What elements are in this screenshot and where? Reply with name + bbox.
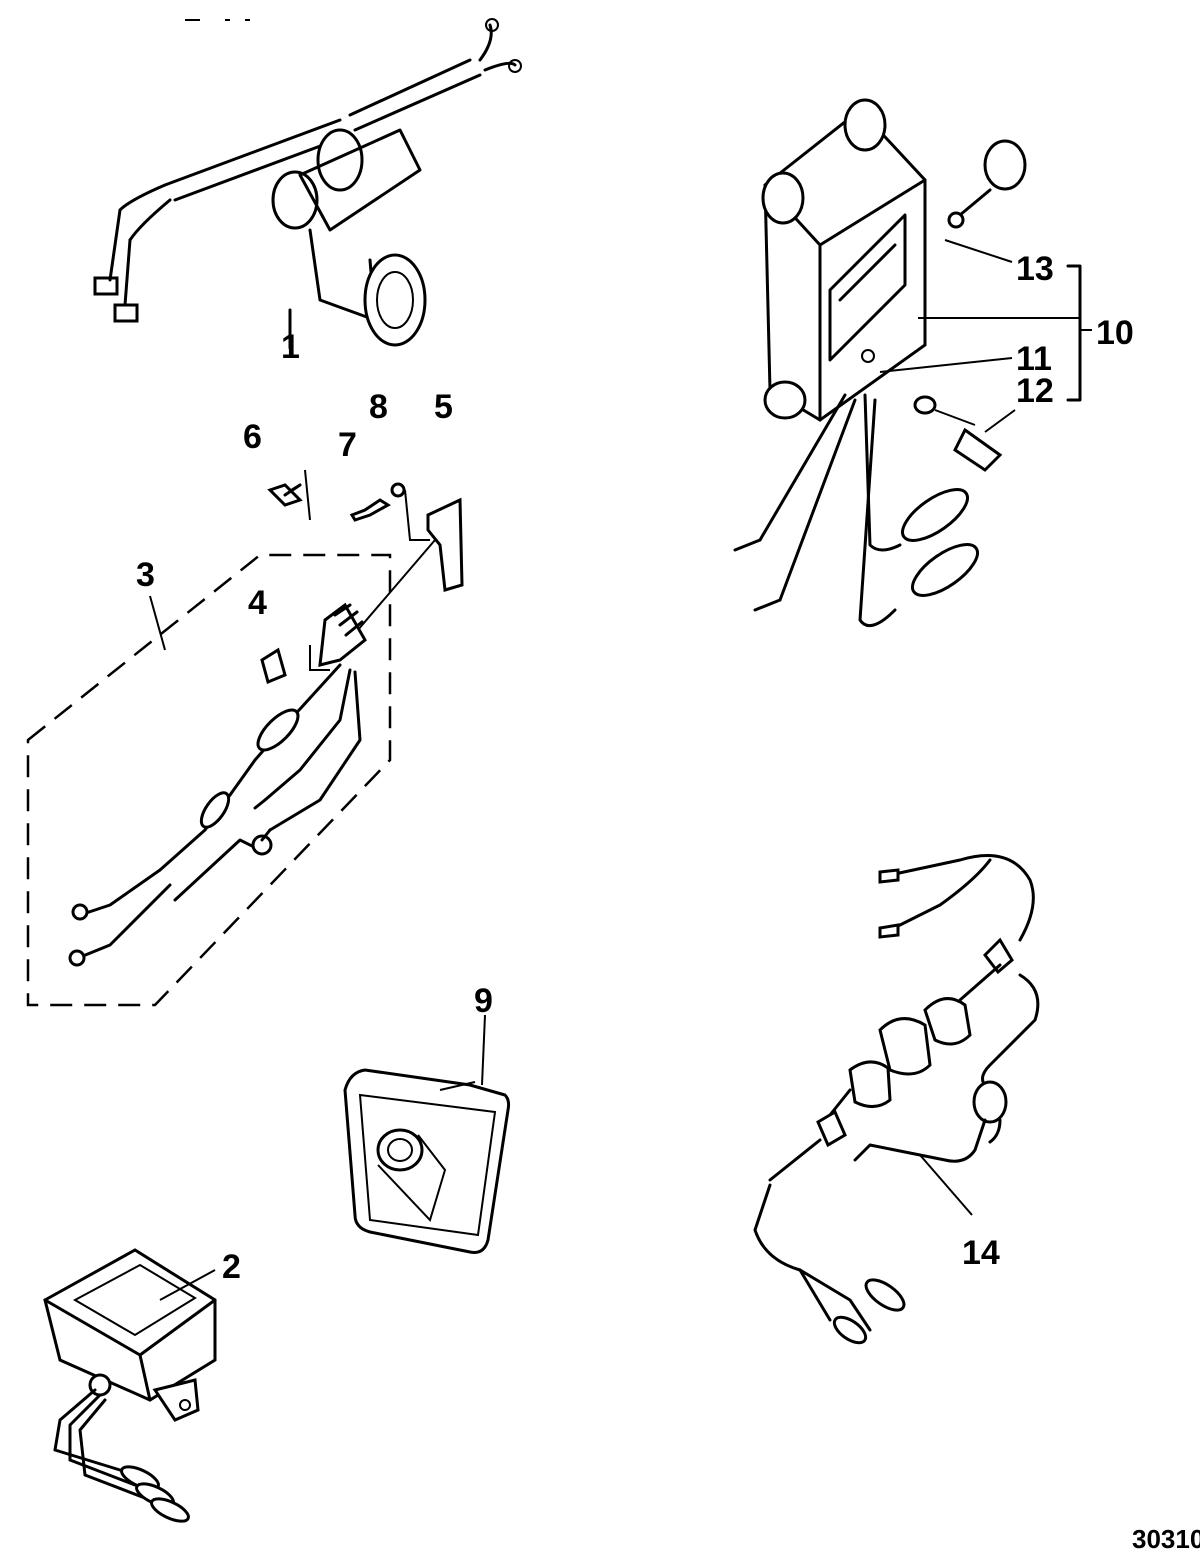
callout-2: 2: [222, 1248, 241, 1286]
part-10-control-box: [733, 98, 1092, 628]
part-1-switch-assembly: [93, 18, 522, 350]
callout-7: 7: [338, 426, 357, 464]
callout-8: 8: [369, 388, 388, 426]
callout-13: 13: [1016, 250, 1054, 288]
callout-10: 10: [1096, 314, 1134, 352]
part-3-rectifier-kit: [26, 469, 464, 1007]
part-9-cover-plate: [343, 1014, 511, 1254]
callout-5: 5: [434, 388, 453, 426]
reference-number: 30310: [1132, 1524, 1200, 1554]
callout-11: 11: [1016, 340, 1052, 378]
callout-6: 6: [243, 418, 262, 456]
callout-12: 12: [1016, 372, 1054, 410]
part-2-regulator-box: [43, 1248, 217, 1523]
callout-3: 3: [136, 556, 155, 594]
callout-1: 1: [281, 328, 300, 366]
part-14-wiring-harness: [753, 854, 1040, 1345]
callout-4: 4: [248, 584, 267, 622]
callout-14: 14: [962, 1234, 1000, 1272]
callout-9: 9: [474, 982, 493, 1020]
